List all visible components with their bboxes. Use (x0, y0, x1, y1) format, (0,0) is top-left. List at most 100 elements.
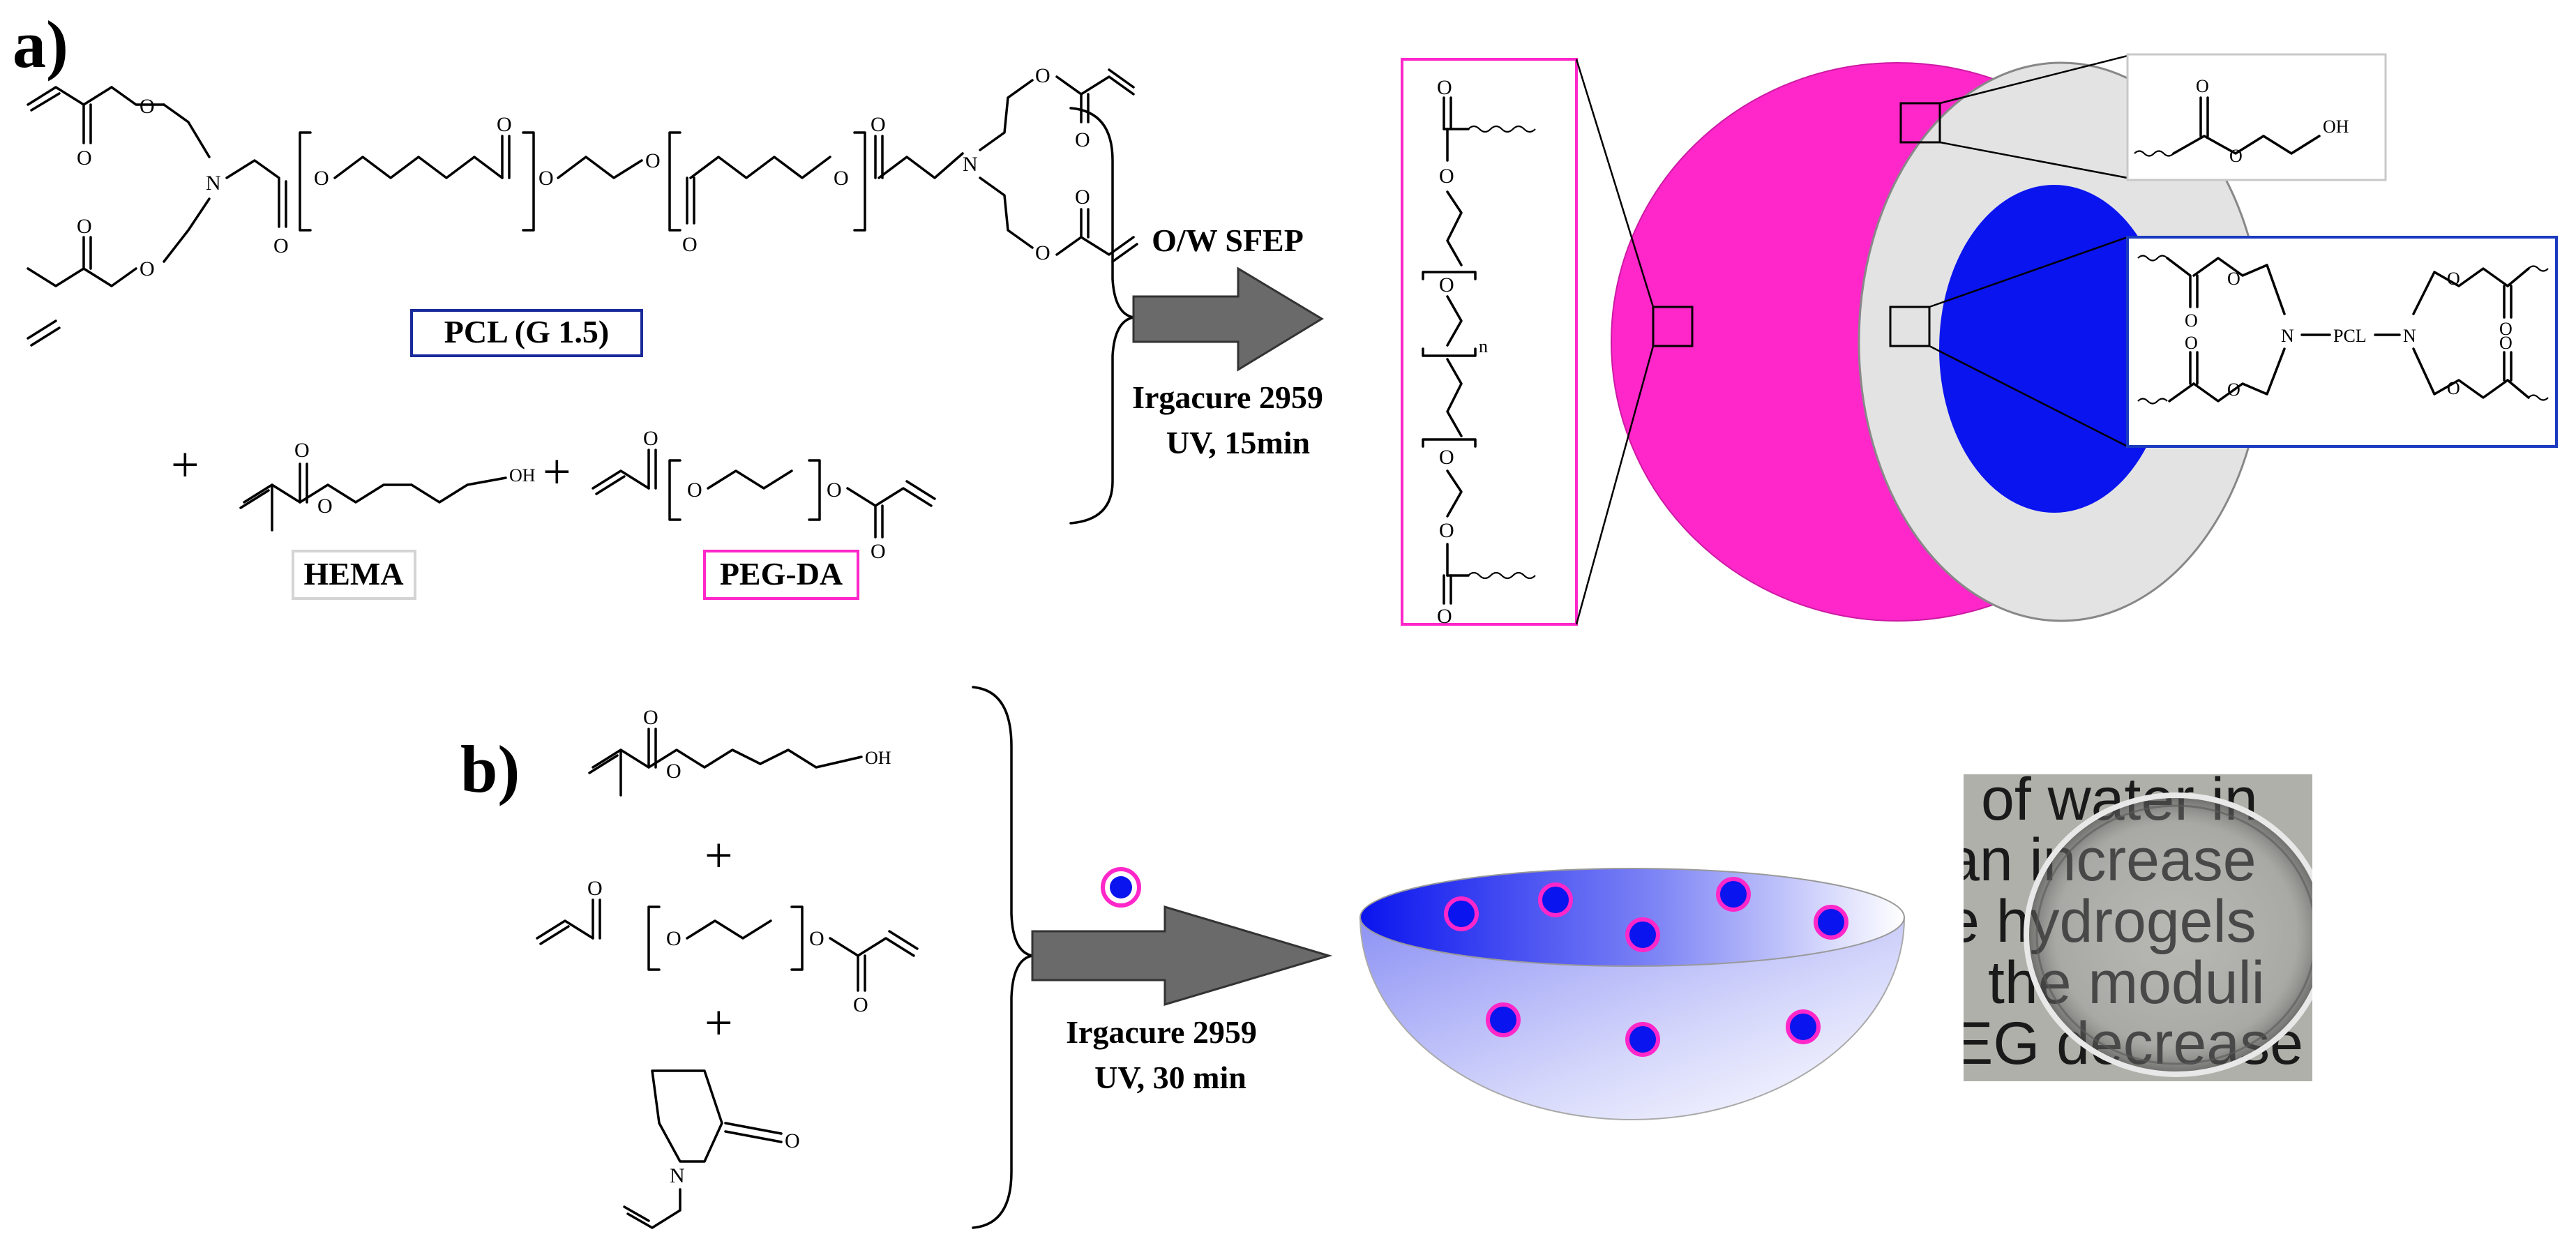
atom-o: O (1075, 186, 1090, 209)
atom-n: N (206, 172, 221, 195)
hema-structure: O O OH (239, 439, 536, 532)
hema-inset-structure: O O OH (2134, 76, 2349, 166)
hema-label: HEMA (303, 556, 403, 592)
zoom-marker-peg (1652, 306, 1694, 347)
atom-o: O (273, 234, 289, 257)
inset-n-left: N (2281, 326, 2294, 346)
atom-o: O (643, 427, 658, 450)
atom-o: O (666, 927, 681, 950)
pegda-structure: O O O O (592, 427, 936, 563)
embedded-microsphere (1814, 905, 1848, 940)
atom-n: N (670, 1164, 685, 1187)
step-label-initiator-b: Irgacure 2959 (1066, 1014, 1257, 1050)
hema-inset-box (2126, 53, 2387, 181)
atom-n: N (963, 153, 978, 176)
pcl-inset-structure: O O N O O PCL N O O O O (2137, 255, 2549, 405)
atom-o: O (77, 146, 92, 170)
embedded-microsphere (1444, 896, 1479, 931)
atom-o: O (1439, 273, 1454, 296)
embedded-microsphere (1625, 1022, 1660, 1057)
atom-o: O (587, 877, 603, 900)
atom-o: O (314, 167, 329, 190)
inset-n-right: N (2403, 326, 2416, 346)
atom-o: O (1075, 128, 1090, 151)
step-label-uv-b: UV, 30 min (1094, 1060, 1246, 1095)
atom-o: O (827, 479, 842, 502)
atom-o: O (666, 760, 681, 783)
pcl-g15-structure: O O N O O O O O O O O O (27, 64, 1138, 347)
embedded-microsphere (1538, 882, 1573, 917)
peg-repeat-n: n (1479, 336, 1488, 356)
atom-o: O (538, 167, 554, 190)
panel-a-label: a) (13, 7, 68, 82)
pcl-label: PCL (G 1.5) (444, 314, 609, 349)
atom-o: O (317, 495, 333, 518)
atom-o: O (2185, 310, 2198, 331)
embedded-microsphere (1486, 1002, 1521, 1037)
atom-o: O (77, 215, 92, 238)
atom-o: O (785, 1129, 800, 1152)
atom-oh: OH (509, 465, 536, 486)
plus-sign: + (705, 827, 733, 883)
reaction-brace-b (972, 686, 1034, 1229)
atom-o: O (2227, 269, 2240, 289)
zoom-marker-hema (1899, 102, 1941, 144)
atom-o: O (871, 540, 886, 563)
atom-o: O (1035, 64, 1050, 87)
atom-o: O (871, 113, 886, 136)
atom-o: O (643, 706, 658, 729)
atom-o: O (140, 95, 155, 118)
hema-structure-b: O O OH (588, 706, 891, 797)
pegda-label-box (703, 550, 859, 600)
plus-sign: + (543, 444, 571, 499)
atom-o: O (2499, 333, 2513, 353)
microsphere-core (1110, 876, 1132, 898)
reaction-arrow-a (1132, 266, 1324, 372)
atom-o: O (687, 479, 702, 502)
atom-o: O (1439, 519, 1454, 542)
pcl-core-region (1939, 185, 2169, 513)
atom-oh: OH (865, 748, 891, 768)
atom-o: O (682, 233, 698, 256)
pcl-label-box (410, 309, 643, 357)
atom-o: O (645, 149, 661, 172)
step-label-uv: UV, 15min (1166, 425, 1310, 460)
plus-sign: + (171, 437, 199, 492)
pegda-structure-b: O O O O (536, 877, 919, 1016)
atom-o: O (2229, 146, 2243, 166)
pegda-label: PEG-DA (720, 556, 843, 592)
atom-o: O (1437, 76, 1452, 99)
hydrogel-photo: of water in an increase e hydrogels the … (1964, 774, 2312, 1081)
atom-o: O (294, 439, 310, 462)
embedded-microsphere (1786, 1009, 1821, 1044)
inset-pcl-label: PCL (2333, 326, 2367, 346)
atom-o: O (2499, 319, 2513, 339)
peg-inset-box (1401, 58, 1578, 626)
embedded-microsphere (1716, 877, 1751, 912)
atom-o: O (834, 167, 849, 190)
nvp-structure: O N (623, 1069, 800, 1229)
atom-o: O (2447, 269, 2460, 289)
atom-o: O (2196, 76, 2209, 96)
reaction-brace (1069, 107, 1135, 525)
hydrogel-bowl (1359, 868, 1906, 1120)
step-label-oil-water: O/W SFEP (1152, 223, 1304, 258)
core-shell-microsphere (1611, 61, 2265, 622)
atom-o: O (2447, 378, 2460, 398)
atom-o: O (809, 927, 824, 950)
atom-o: O (140, 257, 155, 280)
atom-o: O (1437, 605, 1452, 628)
panel-b-label: b) (460, 732, 520, 806)
zoom-marker-pcl (1889, 306, 1931, 347)
atom-o: O (1439, 165, 1454, 188)
atom-o: O (853, 993, 868, 1016)
embedded-microsphere (1625, 917, 1660, 952)
atom-o: O (497, 113, 512, 136)
atom-o: O (2227, 379, 2240, 400)
atom-o: O (2185, 333, 2198, 353)
peg-inset-structure: O O O n O O O (1422, 76, 1536, 628)
step-label-initiator: Irgacure 2959 (1132, 379, 1323, 415)
atom-o: O (1035, 241, 1050, 264)
